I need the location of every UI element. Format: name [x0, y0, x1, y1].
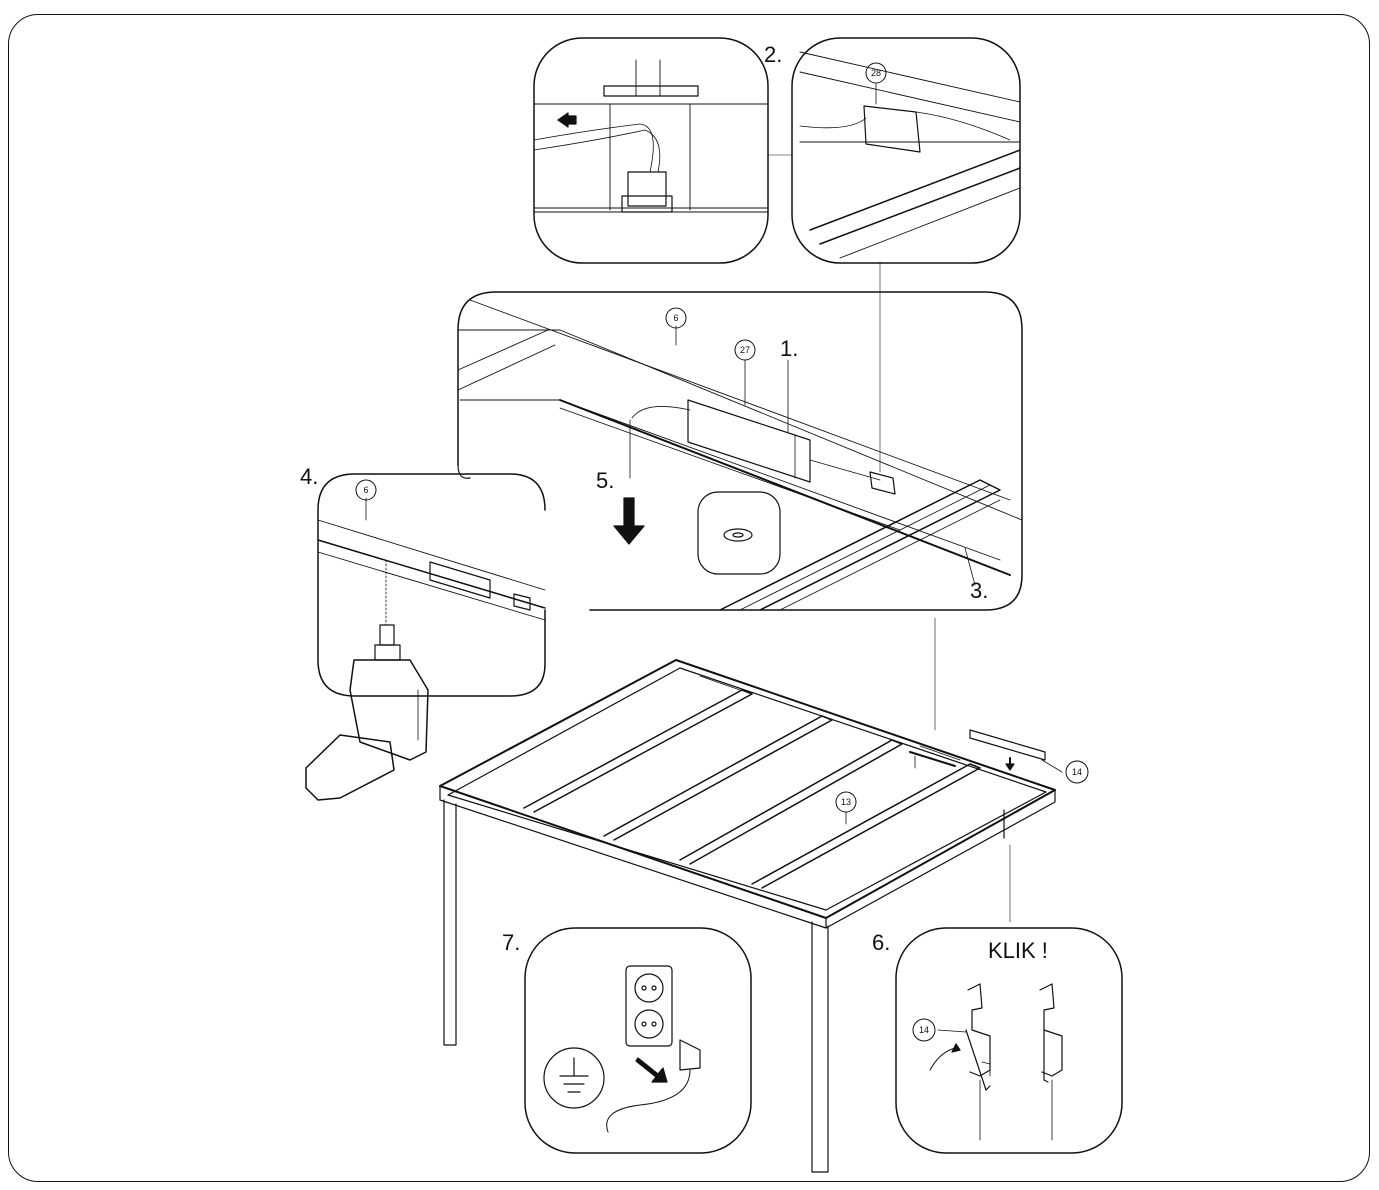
- callout-circles: [355, 62, 1089, 1042]
- detail-connector: [791, 37, 1021, 473]
- pergola-roof: [439, 617, 1063, 1173]
- power-socket-icon: [625, 965, 673, 1047]
- step-3-label: 3.: [970, 578, 988, 603]
- plug-icon: [606, 1039, 701, 1133]
- ground-symbol-icon: [543, 1047, 605, 1109]
- detail-led-mounting: [457, 291, 1023, 611]
- step-7-label: 7.: [502, 930, 520, 955]
- detail-cable-routing: [533, 37, 793, 264]
- callout-labels: 6 27 28 6 14 13 14: [363, 68, 1082, 1035]
- step-2-label: 2.: [764, 42, 782, 67]
- step-4-label: 4.: [300, 464, 318, 489]
- callout-14-roof: 14: [1072, 767, 1082, 777]
- step-5-label: 5.: [596, 468, 614, 493]
- detail-clip: [895, 927, 1123, 1154]
- step-1-label: 1.: [780, 336, 798, 361]
- callout-14-clip: 14: [919, 1025, 929, 1035]
- klik-label: KLIK !: [988, 938, 1048, 963]
- step-labels: 2. 1. 3. 4. 5. 6. 7.: [300, 42, 988, 955]
- callout-27: 27: [740, 345, 750, 355]
- drill-icon: [305, 624, 429, 801]
- callout-28: 28: [871, 68, 881, 78]
- detail-drill: [317, 473, 546, 697]
- callout-6-main: 6: [673, 313, 678, 323]
- callout-13: 13: [841, 797, 851, 807]
- detail-power: [524, 927, 752, 1154]
- step-6-label: 6.: [872, 930, 890, 955]
- callout-6-drill: 6: [363, 485, 368, 495]
- arrow-icon: [635, 1057, 668, 1083]
- diagram-frame: [8, 14, 1370, 1182]
